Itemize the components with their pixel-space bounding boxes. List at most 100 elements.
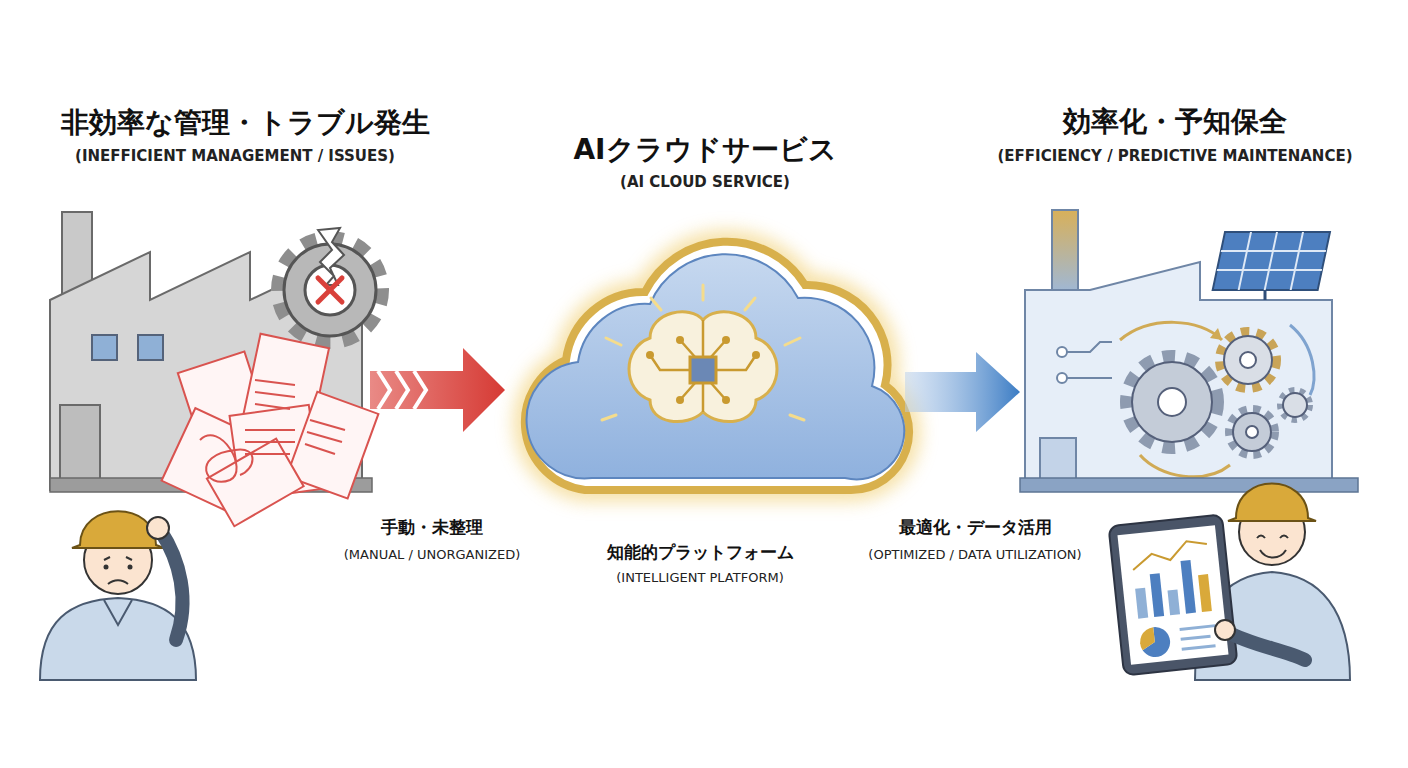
gear-hub bbox=[1240, 352, 1256, 368]
paper-lines bbox=[245, 380, 345, 454]
flow-arrow bbox=[1290, 325, 1314, 395]
panel bbox=[1213, 232, 1330, 290]
ray bbox=[651, 298, 661, 310]
red-arrow bbox=[370, 348, 505, 432]
window bbox=[138, 335, 163, 360]
edge-sublabel: (MANUAL / UNORGANIZED) bbox=[344, 548, 520, 563]
hard-hat bbox=[1228, 484, 1316, 522]
gear-hub bbox=[1158, 388, 1186, 416]
ray bbox=[606, 338, 621, 345]
panel-heading: AIクラウドサービス bbox=[573, 134, 836, 166]
gear bbox=[1233, 413, 1271, 451]
gear-teeth bbox=[1230, 410, 1274, 454]
edge-label: 手動・未整理 bbox=[381, 518, 483, 538]
flow-arrowhead bbox=[1210, 328, 1222, 340]
circuit-node bbox=[722, 336, 730, 344]
cloud-rim bbox=[525, 242, 909, 490]
hand bbox=[1215, 620, 1235, 640]
arrow-chevron bbox=[378, 371, 390, 409]
edge-sublabel: (OPTIMIZED / DATA UTILIZATION) bbox=[868, 548, 1081, 563]
smile bbox=[1260, 550, 1286, 558]
pie-slice bbox=[1139, 627, 1156, 650]
panel-grid bbox=[1213, 232, 1330, 290]
panel-subheading: (INEFFICIENT MANAGEMENT / ISSUES) bbox=[75, 148, 395, 165]
edge-label: 最適化・データ活用 bbox=[899, 518, 1052, 538]
error-cross bbox=[318, 278, 342, 302]
legend-lines bbox=[1180, 626, 1218, 650]
arm bbox=[1228, 632, 1305, 660]
circuit-lines bbox=[650, 320, 756, 412]
panel-heading: 非効率な管理・トラブル発生 bbox=[61, 107, 430, 139]
door bbox=[1040, 438, 1076, 480]
gear bbox=[1283, 393, 1307, 417]
blue-arrow bbox=[905, 352, 1020, 432]
circuit-node bbox=[722, 396, 730, 404]
bar bbox=[1150, 573, 1164, 617]
circuit-node bbox=[676, 336, 684, 344]
broken-gear bbox=[280, 228, 380, 340]
factory-base bbox=[1020, 478, 1358, 492]
ray bbox=[602, 415, 616, 420]
eyes bbox=[1257, 536, 1288, 539]
problem-panel: 非効率な管理・トラブル発生(INEFFICIENT MANAGEMENT / I… bbox=[40, 100, 370, 680]
tablet bbox=[1108, 514, 1237, 675]
worried-worker bbox=[40, 511, 196, 680]
solar-panel bbox=[1213, 232, 1330, 290]
circuit-lines bbox=[1062, 342, 1112, 378]
gear bbox=[1224, 336, 1272, 384]
circuit-node bbox=[1057, 373, 1067, 383]
circuit-node bbox=[676, 396, 684, 404]
chip bbox=[690, 357, 716, 383]
cloud-body bbox=[527, 254, 905, 479]
gear-teeth bbox=[1128, 358, 1216, 446]
flow-arrow bbox=[1140, 455, 1230, 477]
panel-subheading: (AI CLOUD SERVICE) bbox=[620, 174, 790, 191]
tablet-frame bbox=[1108, 514, 1237, 675]
cloud-caption: 知能的プラットフォーム bbox=[607, 543, 794, 563]
scribble bbox=[200, 435, 253, 481]
bar bbox=[1180, 560, 1195, 614]
bar bbox=[1135, 588, 1148, 619]
messy-papers bbox=[162, 334, 379, 526]
eye bbox=[104, 565, 109, 570]
ray bbox=[745, 298, 755, 310]
flow-arrow bbox=[1120, 322, 1222, 340]
window bbox=[92, 335, 117, 360]
circuit-node bbox=[1057, 347, 1067, 357]
mouth bbox=[108, 580, 128, 584]
circuit-node bbox=[752, 351, 760, 359]
error-cross bbox=[318, 278, 342, 302]
solution-panel: 効率化・予知保全(EFFICIENCY / PREDICTIVE MAINTEN… bbox=[1020, 100, 1360, 680]
eyebrows bbox=[104, 557, 132, 560]
collar bbox=[104, 600, 132, 625]
arrow-chevron bbox=[414, 371, 426, 409]
gear-hub bbox=[1246, 426, 1258, 438]
ray bbox=[785, 338, 800, 345]
gear-teeth bbox=[1281, 391, 1309, 419]
factory-building bbox=[1025, 262, 1332, 490]
panel-heading: 効率化・予知保全 bbox=[1063, 106, 1287, 138]
ray bbox=[790, 415, 804, 420]
brain bbox=[629, 312, 777, 422]
bar bbox=[1198, 574, 1212, 612]
tablet-screen bbox=[1117, 525, 1228, 665]
happy-worker bbox=[1108, 484, 1350, 681]
arrow-chevron bbox=[396, 371, 408, 409]
raised-arm bbox=[160, 530, 183, 640]
circuit-node bbox=[646, 351, 654, 359]
gear-teeth bbox=[1221, 333, 1275, 387]
ray bbox=[702, 285, 705, 300]
panel-subheading: (EFFICIENCY / PREDICTIVE MAINTENANCE) bbox=[997, 148, 1352, 165]
ai-cloud bbox=[525, 242, 909, 490]
cloud-glow bbox=[525, 242, 909, 490]
trend-line bbox=[1131, 539, 1209, 570]
bar bbox=[1167, 589, 1180, 615]
cloud-service-panel: AIクラウドサービス (AI CLOUD SERVICE) 知能的プラットフォーム (… bbox=[505, 130, 905, 590]
cloud-subcaption: (INTELLIGENT PLATFORM) bbox=[616, 571, 783, 586]
smart-factory bbox=[1020, 210, 1358, 492]
chimney bbox=[1052, 210, 1078, 295]
eye bbox=[128, 565, 133, 570]
panel-post bbox=[1264, 290, 1267, 300]
hand bbox=[147, 517, 169, 539]
